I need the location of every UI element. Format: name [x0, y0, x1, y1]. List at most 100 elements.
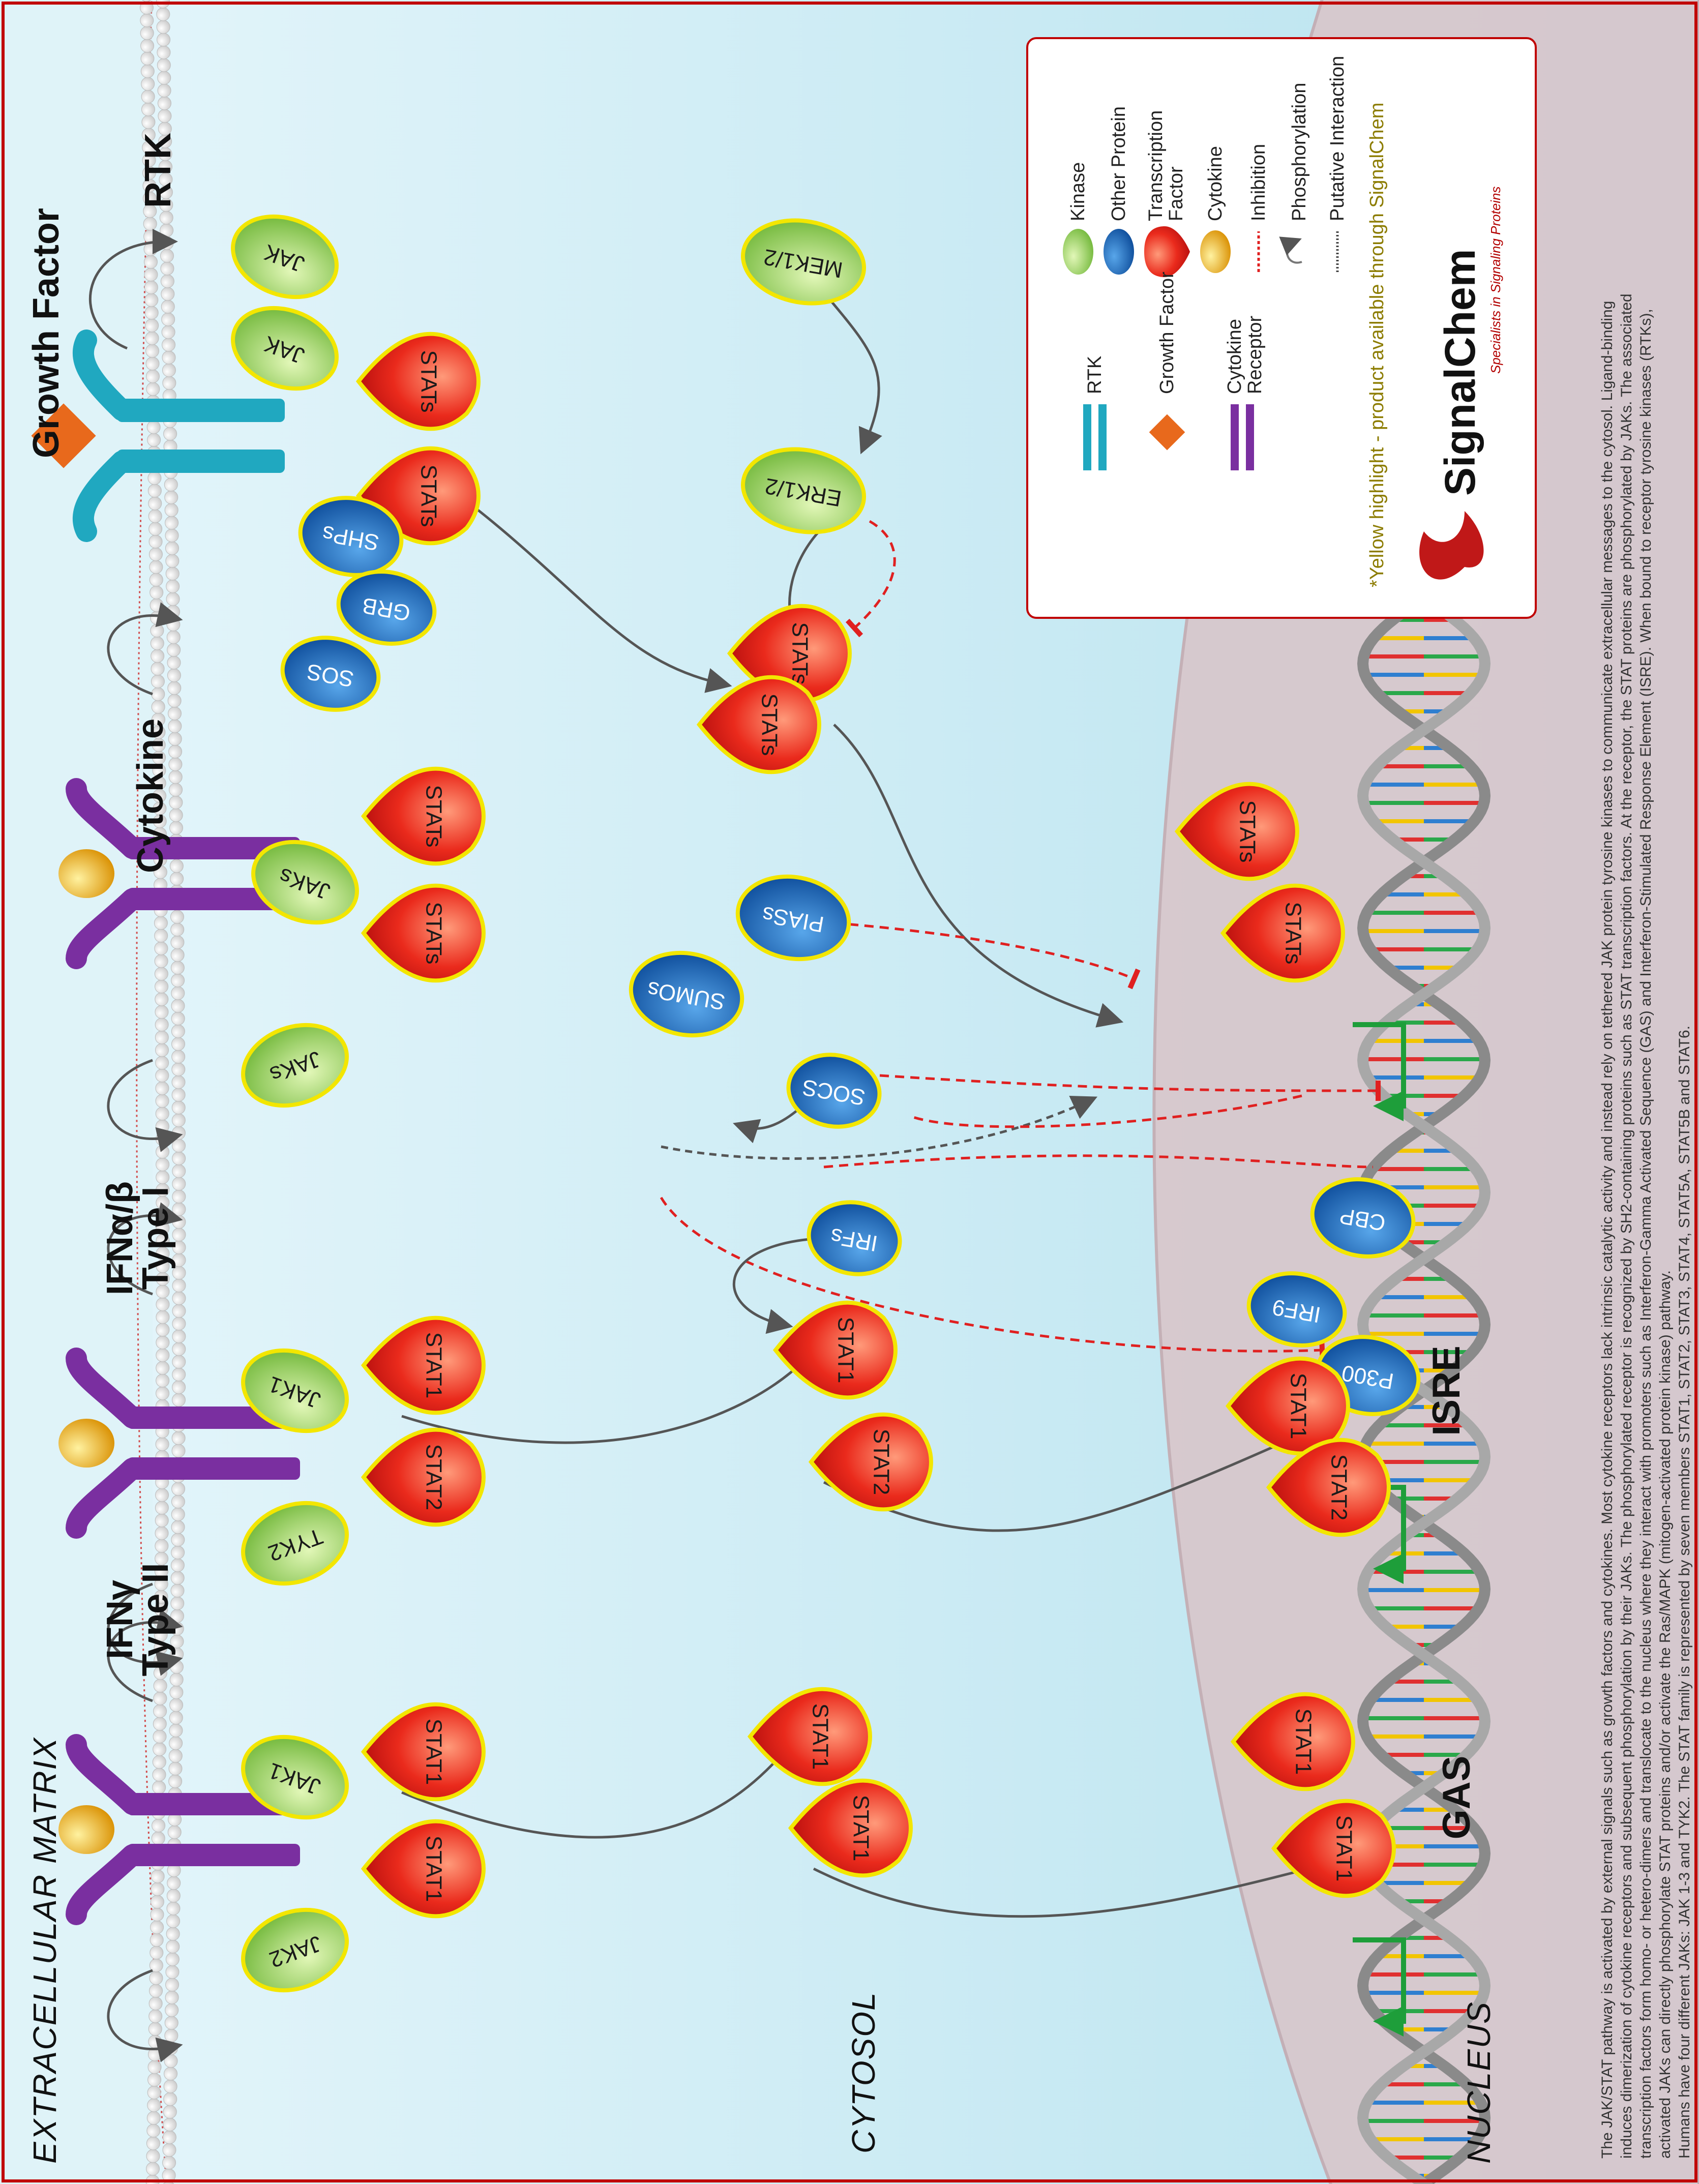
stats-nucleus-2: STATs [1220, 883, 1345, 983]
membrane-bead [170, 961, 185, 975]
membrane-bead [165, 1952, 180, 1966]
stat1-ifn2-2-label: STAT1 [421, 1836, 446, 1902]
phos-loop-ifn1-1 [107, 1202, 183, 1296]
phos-loop-cytokine-1 [107, 602, 183, 696]
membrane-bead [165, 528, 179, 543]
membrane-bead [171, 986, 185, 1000]
brand-name: SignalChem [1436, 249, 1484, 496]
membrane-bead [140, 51, 155, 66]
membrane-bead [155, 1081, 169, 1095]
membrane-bead [151, 1882, 165, 1896]
membrane-bead [144, 293, 159, 307]
membrane-bead [171, 999, 185, 1013]
membrane-bead [157, 33, 171, 47]
membrane-bead [172, 1291, 186, 1305]
membrane-bead [155, 1018, 169, 1032]
stats-rtk-1: STATs [355, 332, 481, 431]
membrane-bead [151, 700, 165, 714]
ifn-ab-ligand [58, 1419, 114, 1468]
membrane-bead [147, 2073, 162, 2087]
membrane-bead [153, 1691, 167, 1706]
stat1-ifn2-1: STAT1 [361, 1702, 486, 1802]
membrane-bead [155, 1043, 169, 1057]
membrane-bead [149, 1984, 163, 1998]
stats-cytokine-2-label: STATs [421, 902, 446, 964]
membrane-bead [162, 363, 176, 377]
phos-loop-ifn1-2 [107, 1582, 183, 1676]
membrane-bead [166, 1927, 180, 1941]
membrane-bead [144, 280, 158, 294]
title-ifn-ab: IFNα/β [100, 1181, 140, 1295]
membrane-bead [156, 7, 170, 21]
membrane-bead [154, 954, 168, 968]
membrane-bead [167, 681, 182, 695]
legend-cytokine: Cytokine [1200, 146, 1231, 273]
membrane-bead [164, 503, 178, 517]
membrane-bead [151, 1831, 165, 1845]
membrane-bead [148, 522, 163, 536]
membrane-bead [155, 1437, 169, 1451]
legend-phosphorylation: Phosphorylation [1279, 82, 1310, 264]
stat1-cytosol-ifn2-2-label: STAT1 [848, 1795, 873, 1861]
inhibit-erk-stats [845, 520, 896, 638]
membrane-bead [172, 1304, 186, 1318]
membrane-bead [141, 115, 156, 129]
membrane-bead [155, 1501, 169, 1515]
label-extracellular: EXTRACELLULAR MATRIX [26, 1737, 63, 2164]
membrane-bead [164, 477, 178, 492]
sos-node: SOS [280, 636, 381, 712]
membrane-bead [171, 973, 185, 988]
legend-growth-factor: Growth Factor [1149, 272, 1185, 451]
membrane-bead [171, 1126, 186, 1140]
membrane-bead [150, 1907, 164, 1922]
membrane-bead [156, 1297, 170, 1311]
membrane-bead [146, 2162, 160, 2176]
membrane-bead [156, 1310, 170, 1324]
description: The JAK/STAT pathway is activated by ext… [1599, 293, 1693, 2159]
stat2-cytosol-ifn1: STAT2 [808, 1412, 933, 1512]
membrane-bead [146, 382, 160, 396]
membrane-bead [159, 211, 173, 225]
membrane-bead [148, 1996, 163, 2011]
membrane-bead [169, 795, 183, 810]
membrane-bead [172, 1329, 186, 1343]
erk-node: ERK1/2 [741, 447, 866, 534]
stat2-isre: STAT2 [1266, 1438, 1391, 1537]
membrane-bead [151, 649, 165, 663]
membrane-bead [148, 2009, 163, 2023]
edge-stats-nucleus [833, 724, 1124, 1028]
stat2-cytosol-ifn1-label: STAT2 [869, 1429, 893, 1495]
membrane-bead [150, 598, 164, 612]
membrane-bead [148, 2035, 162, 2049]
membrane-bead [160, 223, 174, 237]
edge-cytokine-socs [910, 1094, 1302, 1128]
title-ifn-ab-type: Type I [135, 1187, 176, 1290]
protein-nodes: JAKJAKSTATsSTATsSHPsGRBSOSMEK1/2ERK1/2ST… [231, 214, 1421, 1993]
membrane-bead [165, 1990, 179, 2005]
membrane-bead [171, 1431, 186, 1445]
label-gas: GAS [1435, 1756, 1478, 1840]
membrane-bead [166, 1889, 181, 1903]
membrane-bead [155, 1030, 169, 1044]
phos-loop-ifn2-2 [107, 1969, 183, 2062]
brand-logo: SignalChem Specialists in Signaling Prot… [1419, 186, 1503, 580]
jaks-cytokine-2: JAKs [241, 1023, 349, 1108]
membrane-bead [166, 1914, 181, 1928]
membrane-bead [172, 1139, 186, 1153]
membrane-bead [166, 630, 181, 644]
membrane-bead [164, 490, 178, 504]
shps-node: SHPs [298, 496, 404, 577]
membrane-bead [166, 592, 180, 606]
membrane-bead [171, 1024, 185, 1038]
ifn-g-ligand [58, 1805, 114, 1854]
membrane-bead [154, 941, 168, 955]
membrane-bead [146, 2136, 160, 2150]
membrane-bead [156, 1323, 170, 1337]
membrane-bead [141, 77, 155, 91]
stats-cytosol-1-label: STATs [787, 622, 812, 684]
svg-text:Other Protein: Other Protein [1108, 106, 1129, 221]
membrane-bead [141, 102, 155, 116]
membrane-bead [158, 109, 172, 123]
membrane-bead [168, 1761, 183, 1776]
stat1-cytosol-ifn2-2: STAT1 [788, 1778, 913, 1878]
